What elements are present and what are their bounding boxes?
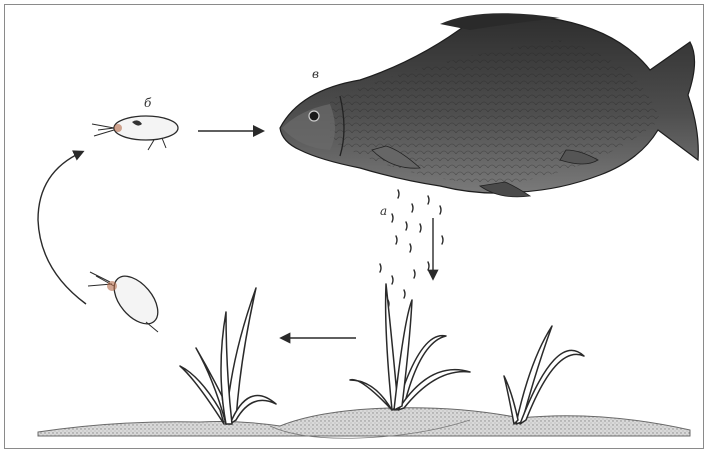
- copepod-adult-icon: [88, 268, 166, 332]
- plant-right-icon: [504, 326, 584, 424]
- label-copepod: б: [144, 96, 151, 110]
- fish-icon: [280, 13, 698, 197]
- label-eggs: а: [380, 204, 387, 218]
- ground-mound: [38, 408, 690, 439]
- plant-left-icon: [180, 288, 276, 424]
- copepod-icon: [92, 116, 178, 150]
- label-fish: в: [312, 67, 319, 81]
- arrow-curved: [38, 152, 86, 304]
- plant-middle-icon: [350, 284, 470, 410]
